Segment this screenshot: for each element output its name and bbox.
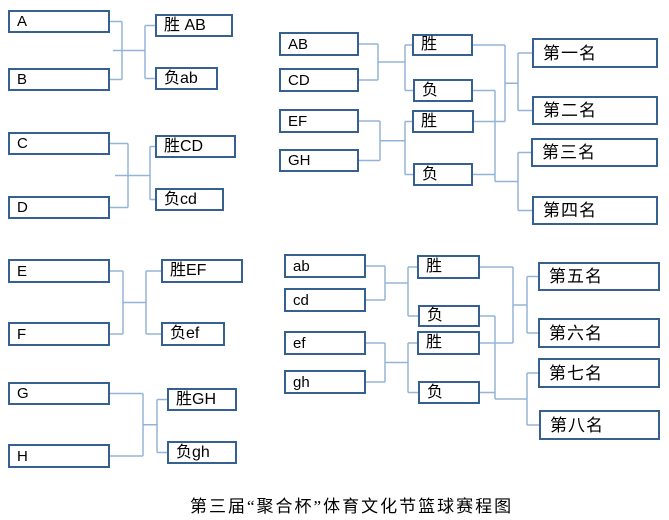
box-winner-ef: 胜EF	[161, 259, 243, 283]
box-loser-gh: 负gh	[167, 441, 237, 464]
box-loser-ef: 负ef	[161, 322, 225, 346]
box-team-a: A	[8, 10, 110, 33]
box-place-8: 第八名	[539, 410, 660, 440]
box-winner-cd: 胜CD	[155, 135, 236, 158]
box-place-5: 第五名	[538, 262, 660, 291]
box-entrant-gh-lower: gh	[284, 370, 366, 394]
box-loser-ab: 负ab	[155, 67, 218, 90]
bracket-connector	[110, 20, 155, 81]
box-place-1: 第一名	[532, 38, 658, 68]
box-semi1-lose: 负	[413, 79, 473, 102]
box-team-h: H	[8, 444, 110, 468]
box-team-c: C	[8, 132, 110, 155]
box-entrant-ef-lower: ef	[284, 331, 366, 355]
bracket-connector	[480, 315, 539, 426]
bracket-connector	[110, 392, 167, 457]
box-loser-cd: 负cd	[155, 188, 224, 211]
box-entrant-gh: GH	[279, 149, 359, 172]
box-semi2-lose: 负	[413, 163, 473, 186]
box-winner-gh: 胜GH	[167, 388, 237, 411]
box-team-b: B	[8, 68, 110, 91]
box-place-4: 第四名	[532, 196, 658, 225]
box-place-6: 第六名	[538, 318, 660, 348]
box-semi1-win: 胜	[412, 34, 473, 56]
box-semi3-lose: 负	[418, 305, 480, 327]
bracket-connector	[473, 89, 532, 212]
diagram-caption: 第三届“聚合杯”体育文化节篮球赛程图	[190, 497, 514, 516]
bracket-connector	[480, 266, 538, 344]
box-semi4-win: 胜	[417, 331, 480, 355]
bracket-connector	[110, 142, 155, 209]
box-team-g: G	[8, 382, 110, 405]
box-entrant-ab-lower: ab	[284, 254, 366, 278]
box-team-d: D	[8, 196, 110, 219]
box-semi2-win: 胜	[412, 110, 474, 133]
bracket-connector	[110, 270, 161, 335]
box-team-e: E	[8, 259, 110, 283]
box-winner-ab: 胜 AB	[155, 14, 233, 37]
box-semi3-win: 胜	[417, 255, 480, 279]
bracket-connector	[366, 342, 418, 394]
bracket-connector	[359, 120, 413, 176]
bracket-connector	[366, 265, 418, 317]
box-semi4-lose: 负	[418, 381, 480, 404]
box-place-7: 第七名	[538, 358, 660, 388]
bracket-connector	[359, 43, 413, 92]
box-place-2: 第二名	[532, 96, 658, 125]
box-place-3: 第三名	[531, 138, 658, 167]
bracket-connector	[473, 44, 532, 123]
box-team-f: F	[8, 322, 110, 346]
box-entrant-cd-lower: cd	[284, 288, 366, 312]
box-entrant-ef: EF	[279, 109, 359, 133]
box-entrant-ab: AB	[279, 32, 359, 56]
box-entrant-cd: CD	[279, 68, 359, 92]
